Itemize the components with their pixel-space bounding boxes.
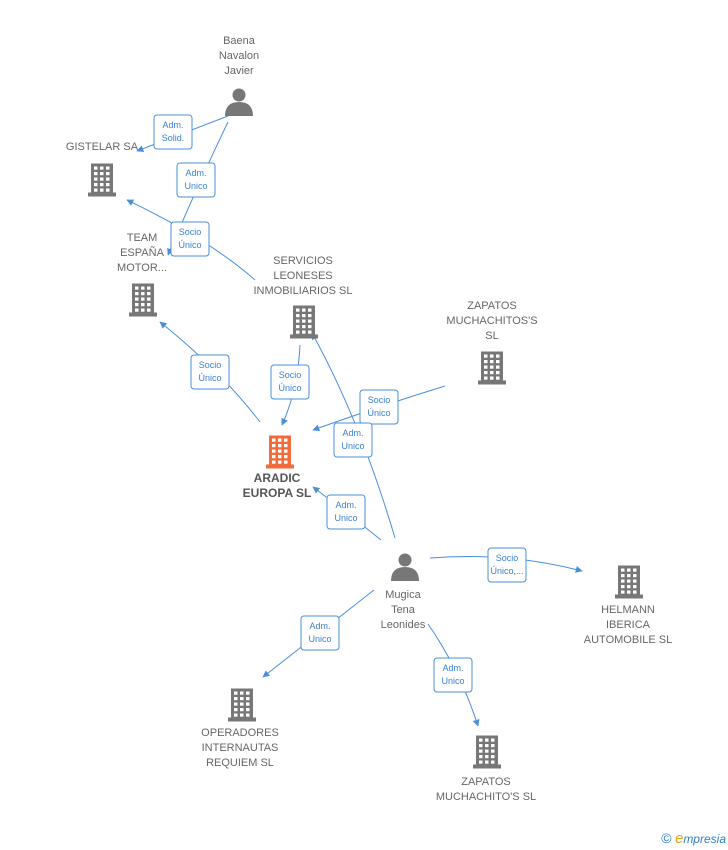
edge-label-text: Unico (441, 676, 464, 686)
building-icon (129, 283, 157, 317)
node-label-line: ZAPATOS (467, 300, 517, 312)
edge-label-box (359, 389, 399, 425)
node-label-line: HELMANN (601, 604, 655, 616)
edge-label-text: Único (178, 240, 201, 250)
node-label-line: MOTOR... (117, 262, 167, 274)
brand-initial: e (674, 830, 684, 847)
node-zapatos_m[interactable]: ZAPATOS MUCHACHITOS'S SL (446, 300, 538, 385)
edge-label-text: Socio (496, 553, 519, 563)
node-label-line: LEONESES (273, 270, 332, 282)
edge-label-box (326, 494, 366, 530)
building-icon (228, 688, 256, 722)
building-icon (615, 565, 643, 599)
node-label-line: TEAM (127, 232, 158, 244)
edge-label-box (300, 615, 340, 651)
building-icon (478, 351, 506, 385)
building-icon (88, 163, 116, 197)
node-label-line: INMOBILIARIOS SL (253, 285, 352, 297)
node-label-line: INTERNAUTAS (202, 742, 279, 754)
edge-label-text: Adm. (342, 428, 363, 438)
node-label-line: ESPAÑA (120, 246, 164, 259)
node-label-line: SERVICIOS (273, 255, 333, 267)
edge-label-text: Socio (179, 227, 202, 237)
node-helmann[interactable]: HELMANN IBERICA AUTOMOBILE SL (584, 565, 672, 647)
node-label-line: Mugica (385, 589, 421, 601)
node-label-line: EUROPA SL (243, 486, 312, 500)
edge-label-text: Socio (279, 370, 302, 380)
node-label-line: ARADIC (254, 471, 301, 485)
building-icon (290, 305, 318, 339)
node-label-line: Javier (224, 65, 254, 77)
edge-label-box (433, 657, 473, 693)
node-label-line: Tena (391, 604, 416, 616)
node-gistelar[interactable]: GISTELAR SA (66, 141, 139, 197)
edge-label-text: Solid. (162, 133, 185, 143)
node-label-line: Baena (223, 35, 256, 47)
edge-label-text: Unico (184, 181, 207, 191)
person-icon (391, 553, 419, 581)
node-servicios[interactable]: SERVICIOS LEONESES INMOBILIARIOS SL (253, 255, 353, 339)
node-label-line: REQUIEM SL (206, 757, 274, 769)
edge-label-box (333, 422, 373, 458)
edge-label-text: Adm. (185, 168, 206, 178)
edge-label-box (270, 364, 310, 400)
node-zapatos_c[interactable]: ZAPATOS MUCHACHITO'S SL (436, 735, 536, 804)
edge-label-text: Único (367, 408, 390, 418)
node-label-line: AUTOMOBILE SL (584, 634, 672, 646)
node-label-line: GISTELAR SA (66, 141, 139, 153)
footer-brand: © empresia (661, 830, 726, 847)
edge-label-text: Adm. (309, 621, 330, 631)
edge-label-text: Socio (368, 395, 391, 405)
node-operadores[interactable]: OPERADORES INTERNAUTAS REQUIEM SL (201, 688, 279, 770)
edge-label-text: Único (278, 383, 301, 393)
brand-name: mpresia (683, 832, 726, 846)
node-label-line: ZAPATOS (461, 776, 511, 788)
edge-label-text: Adm. (442, 663, 463, 673)
edge-label-text: Unico (334, 513, 357, 523)
edge-label-mugica-to-servicios[interactable]: Adm. Unico (333, 422, 373, 458)
node-label-line: Navalon (219, 50, 259, 62)
edge-label-box (153, 114, 193, 150)
node-label-line: MUCHACHITO'S SL (436, 791, 536, 803)
edge-label-mugica-to-aradic[interactable]: Adm. Unico (326, 494, 366, 530)
edge-label-mugica-to-operadores[interactable]: Adm. Unico (300, 615, 340, 651)
node-label-line: MUCHACHITOS'S (446, 315, 537, 327)
edge-label-baena-to-gistelar[interactable]: Adm. Solid. (153, 114, 193, 150)
edge-label-box (170, 221, 210, 257)
node-label-line: IBERICA (606, 619, 651, 631)
edge-label-text: Socio (199, 360, 222, 370)
node-label-line: Leonides (381, 619, 426, 631)
building-icon (266, 435, 294, 469)
edge-label-box (190, 354, 230, 390)
edges-layer (126, 115, 583, 727)
edge-label-baena-to-team[interactable]: Adm. Unico (176, 162, 216, 198)
edge-label-text: Adm. (162, 120, 183, 130)
edge-label-mugica-to-zapatos_c[interactable]: Adm. Unico (433, 657, 473, 693)
edge-label-text: Unico (308, 634, 331, 644)
node-team[interactable]: TEAM ESPAÑA MOTOR... (117, 232, 167, 317)
edge-label-text: Único (198, 373, 221, 383)
node-label-line: SL (485, 330, 498, 342)
building-icon (473, 735, 501, 769)
edge-label-text: Único,... (490, 566, 523, 576)
person-icon (225, 88, 253, 116)
node-label-line: OPERADORES (201, 727, 279, 739)
edge-label-box (487, 547, 527, 583)
edge-label-box (176, 162, 216, 198)
edge-label-text: Unico (341, 441, 364, 451)
edge-label-mugica-to-helmann[interactable]: SocioÚnico,... (487, 547, 527, 583)
edge-label-text: Adm. (335, 500, 356, 510)
copyright-symbol: © (661, 830, 672, 846)
